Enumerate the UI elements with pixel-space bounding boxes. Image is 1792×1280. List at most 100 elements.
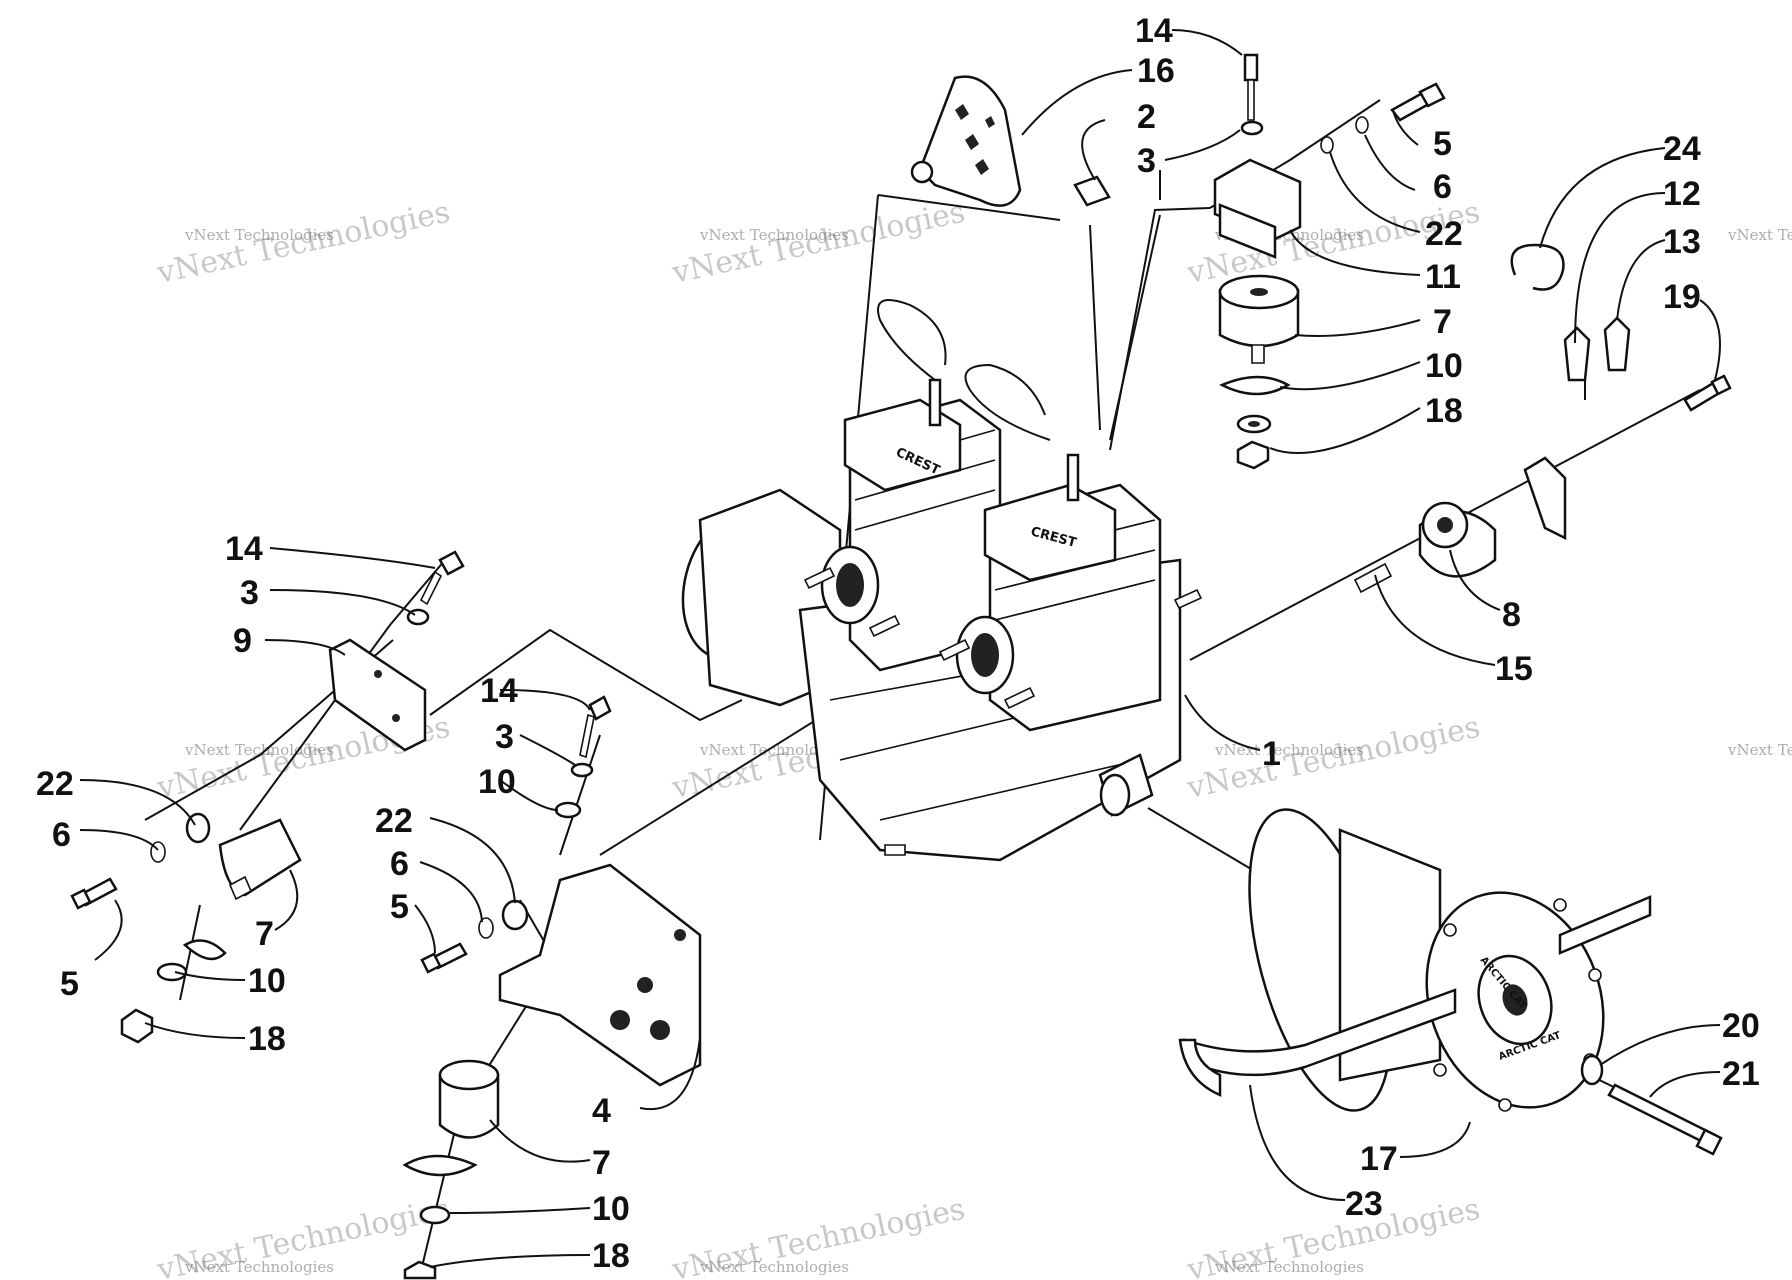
leader-7c: [489, 1119, 591, 1163]
part-lower-bracket: [402, 695, 702, 1280]
watermark-text: vNext Technologies: [699, 1258, 849, 1276]
callout-23: 23: [1345, 1185, 1383, 1223]
callout-18: 18: [1425, 392, 1463, 430]
intake-port-right-opening: [971, 633, 999, 677]
callout-7: 7: [592, 1144, 611, 1182]
leader-22c: [429, 817, 516, 904]
stud-15: [1353, 562, 1393, 594]
bolt-shank-14: [1247, 79, 1255, 121]
cover-bolt: [1553, 898, 1567, 912]
callout-22: 22: [1425, 215, 1463, 253]
leader-10c: [499, 779, 559, 811]
assembly-line: [559, 734, 601, 856]
bolt-5-head: [1418, 82, 1446, 108]
callout-18: 18: [592, 1237, 630, 1275]
watermark-text: vNext Technologies: [699, 226, 849, 244]
callout-5: 5: [1433, 125, 1452, 163]
leader-14c: [499, 689, 591, 711]
watermark-text: vNext Technologies: [699, 741, 849, 759]
callout-10: 10: [248, 962, 286, 1000]
leader-23: [1249, 1084, 1346, 1201]
leader-5b: [94, 899, 123, 961]
callout-14: 14: [225, 530, 263, 568]
callout-labels: 14 16 2 3 5 6 22 11 7 10 18 24 12 13 19 …: [36, 12, 1760, 1275]
bolt-shank-14-lower: [579, 713, 595, 759]
leader-7b: [274, 869, 299, 931]
drive-belt-23-upper: [1558, 895, 1652, 955]
bolt-head-14-left: [438, 550, 465, 576]
callout-21: 21: [1722, 1055, 1760, 1093]
bracket-hole: [650, 1020, 670, 1040]
leader-16: [1021, 69, 1133, 136]
callout-22: 22: [375, 802, 413, 840]
cover-bolt: [1443, 923, 1457, 937]
leader-4: [639, 1037, 701, 1111]
leader-1: [1184, 694, 1261, 751]
callout-5: 5: [390, 888, 409, 926]
bracket-hole: [674, 929, 686, 941]
callout-6: 6: [390, 845, 409, 883]
part-upper-right-mount: [1213, 53, 1446, 470]
assembly-line: [239, 559, 446, 831]
leader-11: [1289, 229, 1421, 276]
watermark-top-left: vNext Technologies vNext Technologies: [153, 195, 453, 291]
watermark-text: vNext Technologies: [1727, 226, 1792, 244]
callout-22: 22: [36, 765, 74, 803]
part-drive-clutch: ARCTIC CAT ARCTIC CAT: [1178, 808, 1723, 1156]
leader-6c: [419, 861, 483, 923]
cover-bolt: [1588, 968, 1602, 982]
bushing-8-hole: [1437, 517, 1453, 533]
bolt-21: [1607, 1083, 1717, 1147]
washer-10-lower: [554, 801, 582, 819]
bolt-head-14-lower: [588, 695, 612, 721]
assembly-line: [429, 628, 743, 722]
nut-18-lower: [403, 1260, 437, 1280]
callout-3: 3: [1137, 142, 1156, 180]
washer-10-left: [156, 962, 188, 982]
callout-10: 10: [1425, 347, 1463, 385]
leader-10a: [1279, 361, 1421, 391]
leader-2: [1081, 119, 1106, 181]
callout-7: 7: [255, 915, 274, 953]
leader-14a: [1171, 29, 1243, 56]
stud-left: [228, 875, 253, 901]
watermark-text: vNext Technologies: [1214, 1258, 1364, 1276]
callout-20: 20: [1722, 1007, 1760, 1045]
bolt-5-lower-head: [420, 952, 442, 974]
assembly-line: [1109, 207, 1211, 451]
callout-1: 1: [1262, 735, 1281, 773]
mount-plate-9: [328, 638, 427, 752]
assembly-line: [419, 1129, 456, 1276]
leader-20: [1599, 1024, 1721, 1066]
intake-port-left-opening: [836, 563, 864, 607]
bracket-arm: [1523, 456, 1567, 541]
callout-2: 2: [1137, 98, 1156, 136]
washer-6: [1355, 116, 1369, 134]
bolt-shank-14-left: [419, 570, 443, 606]
leader-15: [1374, 574, 1496, 666]
callout-10: 10: [592, 1190, 630, 1228]
washer-6-lower: [478, 917, 494, 939]
plug-wire-left: [877, 299, 947, 381]
bolt-5-left-head: [70, 888, 92, 910]
leader-14b: [269, 547, 436, 569]
leader-lines: [79, 29, 1721, 1268]
leader-21: [1649, 1071, 1721, 1098]
callout-11: 11: [1425, 258, 1461, 296]
retainer-plate-10-left: [182, 939, 227, 961]
callout-6: 6: [52, 816, 71, 854]
leader-8: [1449, 549, 1501, 611]
watermark-text: vNext Technologies: [184, 741, 334, 759]
callout-14: 14: [1135, 12, 1173, 50]
part-right-mount: [1353, 243, 1732, 594]
shim-13: [1603, 316, 1631, 372]
callout-9: 9: [233, 622, 252, 660]
watermark-edge-right-top: vNext Technologies: [1727, 226, 1792, 244]
callout-8: 8: [1502, 596, 1521, 634]
watermark-edge-right-mid: vNext Technologies: [1727, 741, 1792, 759]
part-engine: CREST CREST: [681, 299, 1203, 862]
leader-24: [1539, 147, 1666, 249]
leader-5a: [1392, 109, 1419, 146]
watermark-mid-right: vNext Technologies vNext Technologies: [1183, 710, 1483, 806]
callout-24: 24: [1663, 130, 1701, 168]
